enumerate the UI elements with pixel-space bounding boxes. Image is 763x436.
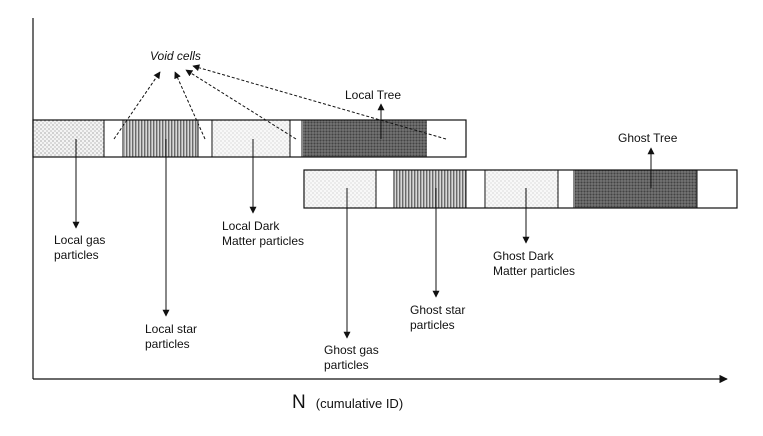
local-star-block xyxy=(124,120,198,157)
ghost-gas-label: Ghost gas particles xyxy=(324,343,382,372)
local-dark-matter-label: Local Dark Matter particles xyxy=(222,219,304,248)
void-cells-label: Void cells xyxy=(150,49,201,63)
axis-description: (cumulative ID) xyxy=(316,396,403,411)
void-arrow-3 xyxy=(185,69,297,140)
void-arrow-2 xyxy=(174,71,206,140)
local-tree-label: Local Tree xyxy=(345,88,401,102)
ghost-star-block xyxy=(395,170,466,208)
local-gas-block xyxy=(34,120,104,157)
void-arrow-4 xyxy=(192,64,447,140)
local-gas-label-line1: Local gas xyxy=(54,233,105,247)
local-array xyxy=(32,119,467,158)
local-array-outline xyxy=(32,119,467,158)
local-star-label: Local star particles xyxy=(145,322,200,351)
ghost-dark-matter-block xyxy=(486,170,558,208)
ghost-dark-matter-label-line1: Ghost Dark xyxy=(493,249,555,263)
ghost-tree-label: Ghost Tree xyxy=(618,131,678,145)
local-tree-block xyxy=(303,120,427,157)
ghost-array xyxy=(303,169,738,209)
ghost-star-label-line1: Ghost star xyxy=(410,303,465,317)
axis-label: N (cumulative ID) xyxy=(292,392,403,413)
local-dark-matter-label-line2: Matter particles xyxy=(222,234,304,248)
local-gas-label: Local gas particles xyxy=(54,233,109,262)
ghost-gas-block xyxy=(305,170,376,208)
ghost-star-label: Ghost star particles xyxy=(410,303,469,332)
void-cell-arrows xyxy=(113,64,447,140)
ghost-dark-matter-label: Ghost Dark Matter particles xyxy=(493,249,575,278)
axis-symbol: N xyxy=(292,392,306,413)
local-dark-matter-block xyxy=(213,120,290,157)
ghost-tree-block xyxy=(575,170,697,208)
local-star-label-line1: Local star xyxy=(145,322,197,336)
local-dark-matter-label-line1: Local Dark xyxy=(222,219,280,233)
ghost-star-label-line2: particles xyxy=(410,318,455,332)
label-arrows xyxy=(72,103,655,339)
void-arrow-1 xyxy=(113,71,161,140)
ghost-dark-matter-label-line2: Matter particles xyxy=(493,264,575,278)
ghost-array-outline xyxy=(303,169,738,209)
local-star-label-line2: particles xyxy=(145,337,190,351)
ghost-gas-label-line2: particles xyxy=(324,358,369,372)
ghost-gas-label-line1: Ghost gas xyxy=(324,343,379,357)
local-gas-label-line2: particles xyxy=(54,248,99,262)
